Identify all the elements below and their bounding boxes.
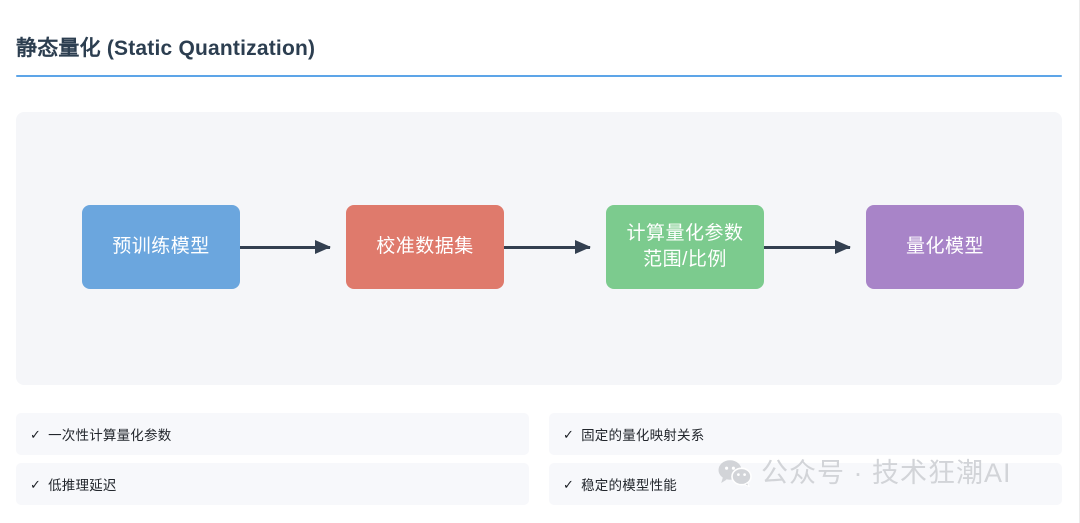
check-icon: ✓ [563,476,575,492]
flow-node-label: 计算量化参数 [626,223,744,244]
flow-node-calibration-data[interactable]: 校准数据集 [346,205,504,289]
flowchart: 预训练模型 校准数据集 计算量化参数 范围/比例 量化模型 [16,112,1062,385]
flow-node-label: 预训练模型 [112,236,210,257]
feature-item: ✓ 一次性计算量化参数 [16,413,529,455]
title-underline-rule [16,75,1062,77]
feature-label: 一次性计算量化参数 [48,428,172,443]
flow-node-label: 校准数据集 [376,236,474,257]
feature-grid: ✓ 一次性计算量化参数 ✓ 固定的量化映射关系 ✓ 低推理延迟 ✓ 稳定的模型性… [16,413,1062,505]
flow-node-pretrained-model[interactable]: 预训练模型 [82,205,240,289]
section-header: 静态量化 (Static Quantization) [16,34,1062,77]
flowchart-panel: 预训练模型 校准数据集 计算量化参数 范围/比例 量化模型 [16,112,1062,385]
feature-label: 低推理延迟 [48,478,117,493]
flow-node-quantized-model[interactable]: 量化模型 [866,205,1024,289]
check-icon: ✓ [30,476,42,492]
flow-arrow-1 [240,240,331,254]
flow-arrow-3 [764,240,851,254]
flow-node-compute-params[interactable]: 计算量化参数 范围/比例 [606,205,764,289]
feature-label: 固定的量化映射关系 [581,428,705,443]
feature-item: ✓ 低推理延迟 [16,463,529,505]
flow-node-label: 量化模型 [905,236,984,257]
feature-item: ✓ 稳定的模型性能 [549,463,1062,505]
check-icon: ✓ [563,426,575,442]
feature-label: 稳定的模型性能 [581,478,677,493]
feature-item: ✓ 固定的量化映射关系 [549,413,1062,455]
page-title: 静态量化 (Static Quantization) [16,37,316,60]
flow-arrow-2 [504,240,591,254]
flow-node-label-wrapper: 计算量化参数 范围/比例 [626,221,743,273]
flow-node-label-line2: 范围/比例 [643,249,727,270]
check-icon: ✓ [30,426,42,442]
